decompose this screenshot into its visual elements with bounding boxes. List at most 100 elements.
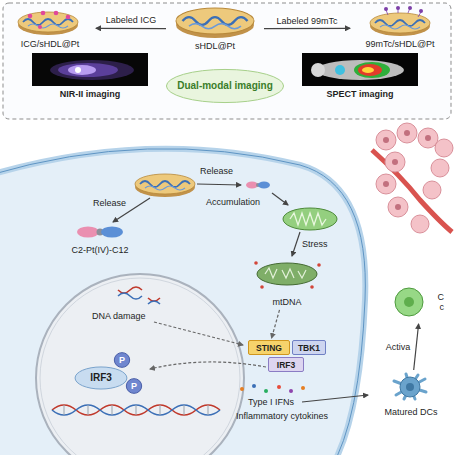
nucleus	[36, 274, 244, 455]
dendritic-cell	[394, 374, 426, 399]
nir-image	[32, 53, 148, 86]
nanoparticle	[384, 7, 388, 11]
node-label: IRF3	[90, 373, 112, 383]
annotation-label: Type I IFNs	[248, 397, 294, 407]
tumor-tissue	[411, 215, 429, 233]
prodrug-molecule: C2-Pt(IV)-C12	[55, 220, 145, 256]
nir-image	[50, 60, 134, 80]
modality-ellipse: Dual-modal imaging	[164, 68, 286, 104]
edge-label: Labeled ICG	[105, 15, 158, 25]
ellipse-shape	[114, 353, 129, 368]
cytokines	[289, 389, 293, 393]
nanoparticle	[66, 15, 71, 20]
tumor-tissue	[372, 150, 452, 232]
dendritic-cell	[400, 377, 420, 397]
nanoparticle	[408, 6, 412, 10]
nanoparticle	[370, 13, 430, 36]
edge-label: Labeled 99mTc	[275, 16, 338, 26]
cytokines	[240, 387, 244, 391]
node-label: Matured DCs	[384, 407, 437, 417]
nanoparticle: 99mTc/sHDL@Pt	[352, 6, 448, 50]
node-label: c	[440, 302, 445, 312]
annotation-label: Release	[200, 166, 233, 176]
nanoparticle	[38, 25, 42, 29]
tumor-tissue	[388, 197, 408, 217]
node-label: 99mTc/sHDL@Pt	[365, 39, 434, 49]
nir-image	[68, 65, 96, 75]
ellipse-shape	[75, 367, 127, 389]
protein-box: STING	[248, 340, 290, 355]
tumor-tissue	[404, 130, 410, 136]
imaging-panel	[3, 3, 451, 119]
protein-box: IRF3	[268, 357, 304, 372]
spect-image	[335, 65, 345, 75]
nanoparticle	[28, 14, 33, 19]
mitochondria	[257, 263, 317, 285]
cytokines	[264, 389, 268, 393]
spect-image	[362, 67, 374, 73]
node-label: Dual-modal imaging	[177, 81, 273, 91]
imaging-panel	[3, 3, 451, 119]
annotation-label: Stress	[302, 239, 328, 249]
nanoparticle	[386, 8, 421, 17]
mitochondria	[254, 208, 337, 289]
nanoparticle	[396, 6, 400, 10]
spect-image	[302, 53, 418, 86]
node-label: mtDNA	[273, 297, 302, 307]
mitochondria	[260, 285, 264, 289]
mitochondrion: mtDNA	[248, 258, 326, 308]
spect-image	[358, 64, 382, 76]
phosphate-circle: P	[114, 352, 130, 368]
nanoparticle	[419, 9, 423, 13]
spect-image	[354, 62, 390, 78]
annotation-label: DNA damage	[92, 311, 146, 321]
nanoparticle	[41, 11, 46, 16]
drug-release	[77, 227, 99, 238]
tumor-tissue	[431, 159, 449, 177]
phosphate-circle: P	[126, 378, 142, 394]
node-label: TBK1	[298, 343, 320, 353]
nir-image	[32, 53, 148, 86]
cytokines	[301, 386, 305, 390]
ellipse-shape	[126, 379, 141, 394]
tumor-tissue	[372, 123, 453, 233]
tumor-tissue	[435, 139, 453, 157]
tumor-tissue	[383, 181, 389, 187]
tumor-tissue	[392, 159, 398, 165]
nir-image	[75, 67, 81, 73]
nanoparticle	[54, 11, 59, 16]
tumor-tissue	[397, 123, 417, 143]
protein-box: TBK1	[292, 340, 326, 355]
connector-arrow	[96, 28, 166, 30]
t-cell: Cc	[392, 282, 450, 322]
nucleus	[64, 405, 208, 415]
dendritic-cell: Matured DCs	[372, 372, 450, 418]
nucleus	[52, 405, 220, 415]
drug-release	[258, 182, 270, 189]
mitochondria	[265, 268, 306, 278]
edge-label: Activa	[385, 342, 412, 352]
protein-blob: IRF3	[74, 366, 128, 390]
cytokines	[277, 385, 281, 389]
node-label: SPECT imaging	[326, 89, 393, 99]
nanoparticle: ICG/sHDL@Pt	[6, 6, 94, 50]
node-label: P	[119, 355, 125, 365]
drug-release	[77, 174, 270, 238]
pathway-arrow	[113, 184, 368, 402]
nucleus	[52, 405, 220, 415]
drug-release	[101, 227, 123, 238]
imaging-panel: SPECT imaging	[300, 52, 420, 100]
tumor-tissue	[383, 137, 389, 143]
node-label: sHDL@Pt	[195, 41, 235, 51]
nanoparticle	[176, 8, 254, 38]
pathway-arrow	[150, 362, 266, 369]
ellipse-shape	[166, 69, 283, 102]
dendritic-cell	[394, 374, 426, 399]
node-label: IRF3	[277, 360, 295, 370]
mitochondria	[254, 261, 258, 265]
cytokines	[240, 384, 305, 393]
pathway-arrow	[302, 395, 368, 402]
imaging-panel: NIR-II imaging	[30, 52, 150, 100]
